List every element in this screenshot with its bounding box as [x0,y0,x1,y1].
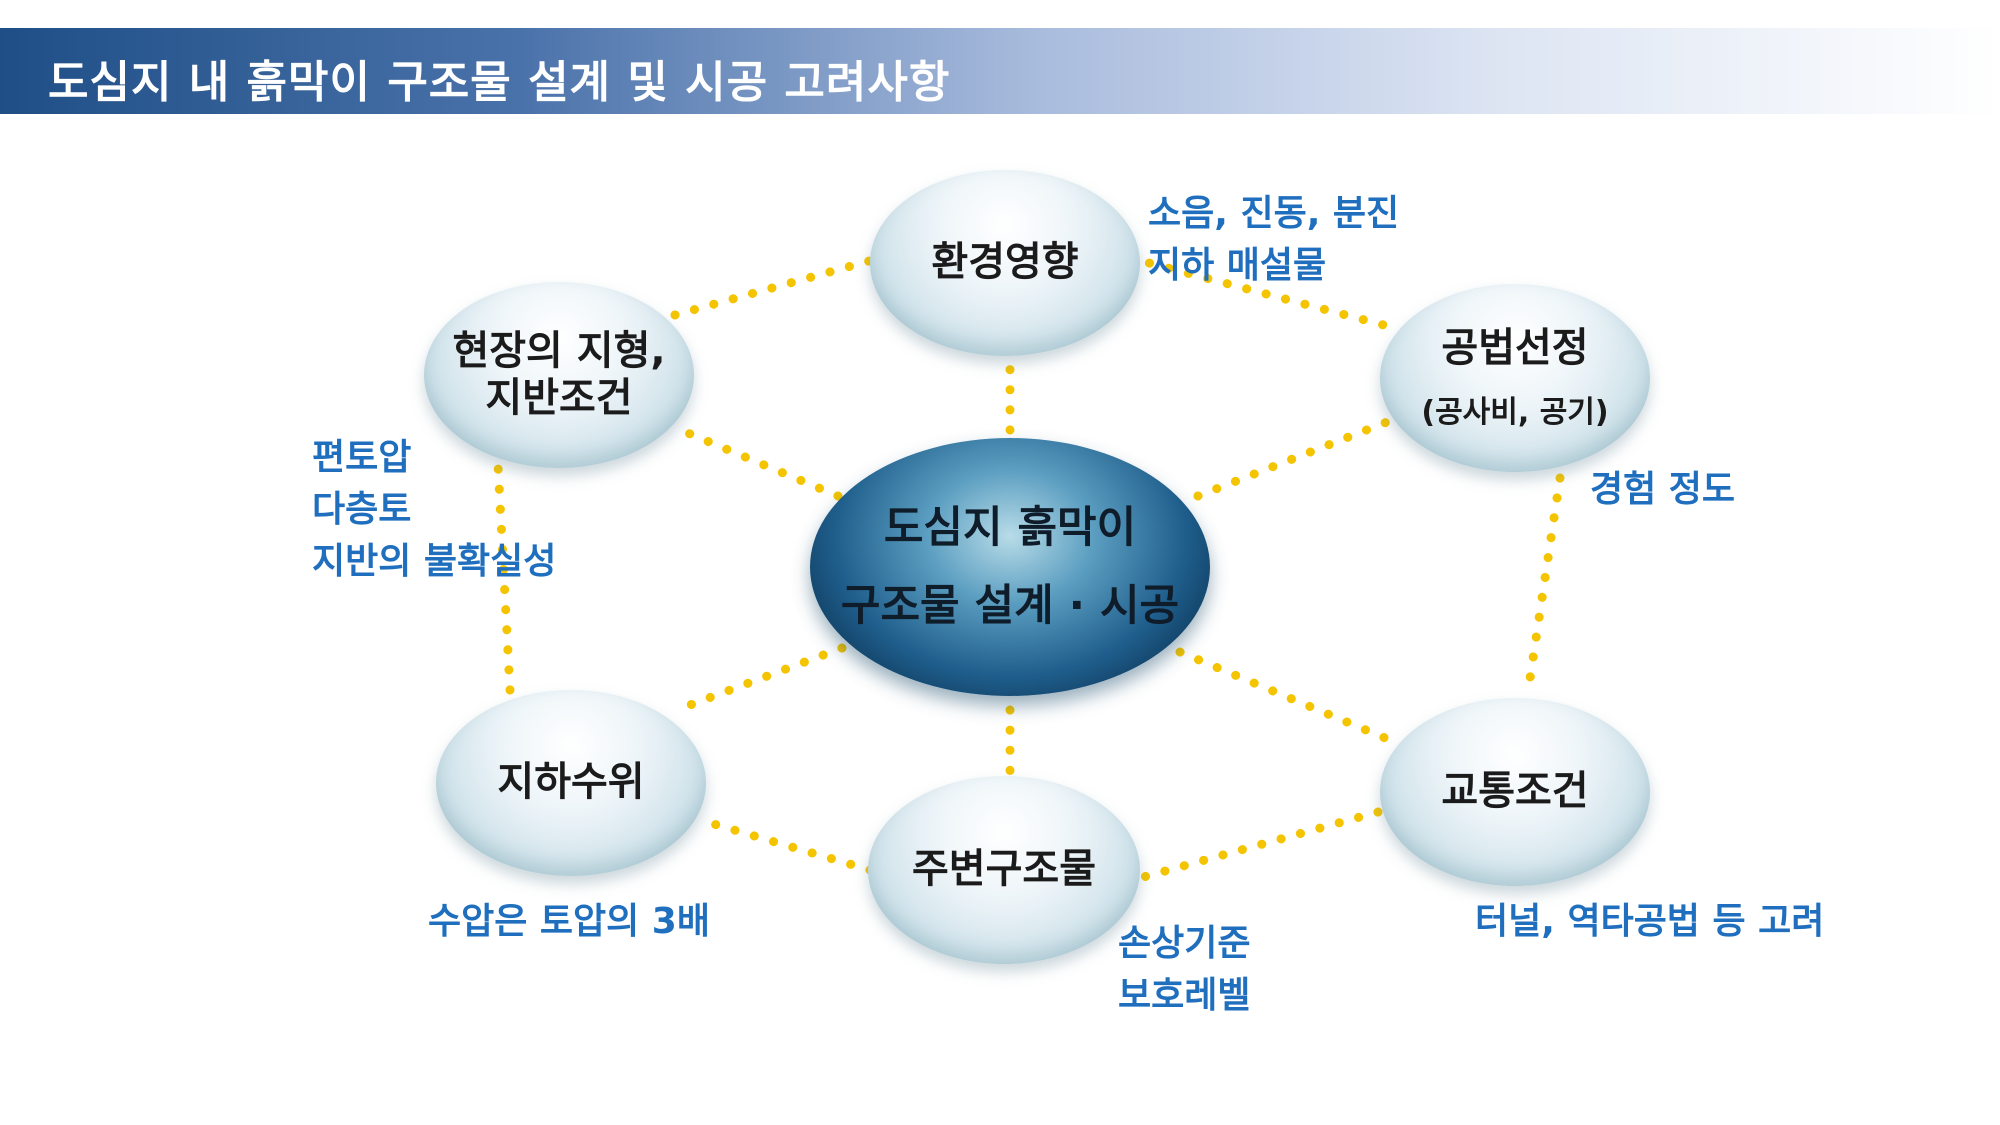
node-adjacent-label: 주변구조물 [912,846,1096,893]
link-adjacent-groundwater [695,815,875,875]
link-environment-method [1125,253,1400,333]
link-method-traffic [1523,473,1565,697]
note-groundwater: 수압은 토압의 3배 [428,896,710,948]
link-center-traffic [1175,647,1390,743]
note-environment-line1: 소음, 진동, 분진 [1148,193,1400,234]
note-groundwater-line1: 수압은 토압의 3배 [428,901,710,942]
node-groundwater: 지하수위 [436,690,706,876]
note-adjacent-line1: 손상기준 [1118,923,1251,964]
node-method: 공법선정 (공사비, 공기) [1380,284,1650,472]
note-environment-line2: 지하 매설물 [1148,245,1327,286]
note-adjacent-line2: 보호레벨 [1118,975,1251,1016]
node-traffic-label: 교통조건 [1441,768,1589,815]
node-site: 현장의 지형, 지반조건 [424,282,694,468]
note-traffic-line1: 터널, 역타공법 등 고려 [1475,901,1825,942]
node-method-label: 공법선정 [1441,325,1589,372]
center-title-line2: 구조물 설계 · 시공 [840,581,1180,631]
link-groundwater-site [493,460,515,695]
note-site-line3: 지반의 불확실성 [312,541,557,582]
note-method-line1: 경험 정도 [1590,469,1736,510]
note-method: 경험 정도 [1590,464,1735,516]
node-environment: 환경영향 [870,170,1140,356]
node-method-sub: (공사비, 공기) [1421,394,1609,430]
node-environment-label: 환경영향 [931,239,1079,286]
node-site-label: 현장의 지형, 지반조건 [452,327,666,421]
link-traffic-adjacent [1135,807,1383,883]
note-adjacent: 손상기준 보호레벨 [1118,918,1250,1022]
page-title: 도심지 내 흙막이 구조물 설계 및 시공 고려사항 [48,57,951,108]
link-center-site [671,423,843,501]
link-site-environment [670,253,885,320]
center-title-line1: 도심지 흙막이 [883,503,1137,553]
node-groundwater-label: 지하수위 [497,759,645,806]
node-adjacent: 주변구조물 [868,776,1140,964]
node-traffic: 교통조건 [1380,698,1650,886]
note-site-line2: 다층토 [312,489,412,530]
center-node: 도심지 흙막이 구조물 설계 · 시공 [810,438,1210,696]
note-traffic: 터널, 역타공법 등 고려 [1475,896,1824,948]
note-site: 편토압 다층토 지반의 불확실성 [312,432,556,588]
link-center-method [1193,415,1397,501]
header-bar: 도심지 내 흙막이 구조물 설계 및 시공 고려사항 [0,28,2000,114]
note-site-line1: 편토압 [312,437,412,478]
note-environment: 소음, 진동, 분진 지하 매설물 [1148,188,1399,292]
link-center-groundwater [677,643,847,713]
